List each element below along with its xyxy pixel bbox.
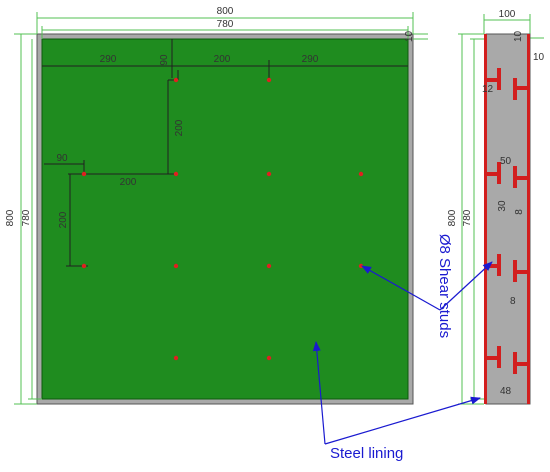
dim-overall-thickness: 100 <box>499 9 516 20</box>
shear-stud <box>81 171 87 177</box>
side-shear-studs <box>487 68 527 374</box>
shear-stud <box>81 263 87 269</box>
dim-stud-head-50: 50 <box>500 156 512 167</box>
shear-studs-front <box>81 77 364 361</box>
dim-stud-offset-12: 12 <box>482 84 494 95</box>
dim-plate-right: 10 <box>533 52 545 63</box>
dim-plate-top: 10 <box>513 30 524 42</box>
front-view: 800 780 10 800 780 290 90 200 290 2 <box>5 6 428 405</box>
shear-stud <box>173 171 179 177</box>
concrete-panel <box>41 38 409 400</box>
side-dimension-texts: 100 10 10 800 780 12 50 30 8 8 48 <box>447 9 545 397</box>
annotation-arrows <box>312 261 493 445</box>
shear-stud <box>266 355 272 361</box>
dim-8-b: 8 <box>510 296 516 307</box>
side-stud <box>487 68 527 100</box>
front-dimension-lines <box>14 12 428 405</box>
side-steel-lining-left <box>484 34 487 404</box>
dim-200-top: 200 <box>214 54 231 65</box>
shear-stud <box>358 171 364 177</box>
dim-side-inner-height: 780 <box>462 209 473 226</box>
side-dimension-lines <box>458 14 544 405</box>
dim-plate-thickness-front: 10 <box>404 30 415 42</box>
dim-290-left: 290 <box>100 54 117 65</box>
dim-290-right: 290 <box>302 54 319 65</box>
dim-90-left: 90 <box>56 153 68 164</box>
dim-inner-width: 780 <box>217 19 234 30</box>
shear-stud <box>266 77 272 83</box>
dim-48: 48 <box>500 386 512 397</box>
shear-stud <box>173 77 179 83</box>
dim-side-overall-height: 800 <box>447 209 458 226</box>
side-view: 100 10 10 800 780 12 50 30 8 8 48 <box>447 9 545 405</box>
front-dimension-texts: 800 780 10 800 780 <box>5 6 415 226</box>
dim-200-vertical-a: 200 <box>174 119 185 136</box>
shear-stud <box>173 263 179 269</box>
dim-inner-height: 780 <box>21 209 32 226</box>
steel-lining-label: Steel lining <box>330 445 403 462</box>
shear-stud <box>266 171 272 177</box>
shear-stud <box>266 263 272 269</box>
dim-overall-height: 800 <box>5 209 16 226</box>
dim-overall-width: 800 <box>217 6 234 17</box>
shear-stud <box>173 355 179 361</box>
dim-stud-length-30: 30 <box>497 200 508 212</box>
dim-200-mid: 200 <box>120 177 137 188</box>
side-stud <box>487 254 527 282</box>
stud-spacing-texts: 290 90 200 290 200 90 200 200 <box>56 54 318 228</box>
side-concrete-body <box>485 33 531 405</box>
side-stud <box>487 346 527 374</box>
dim-8-a: 8 <box>514 209 525 215</box>
side-stud <box>487 162 527 188</box>
dim-90-top: 90 <box>159 54 170 66</box>
shear-studs-label: Ø8 Shear studs <box>436 234 453 338</box>
dim-200-vertical-b: 200 <box>58 211 69 228</box>
side-steel-lining-right <box>527 34 530 404</box>
